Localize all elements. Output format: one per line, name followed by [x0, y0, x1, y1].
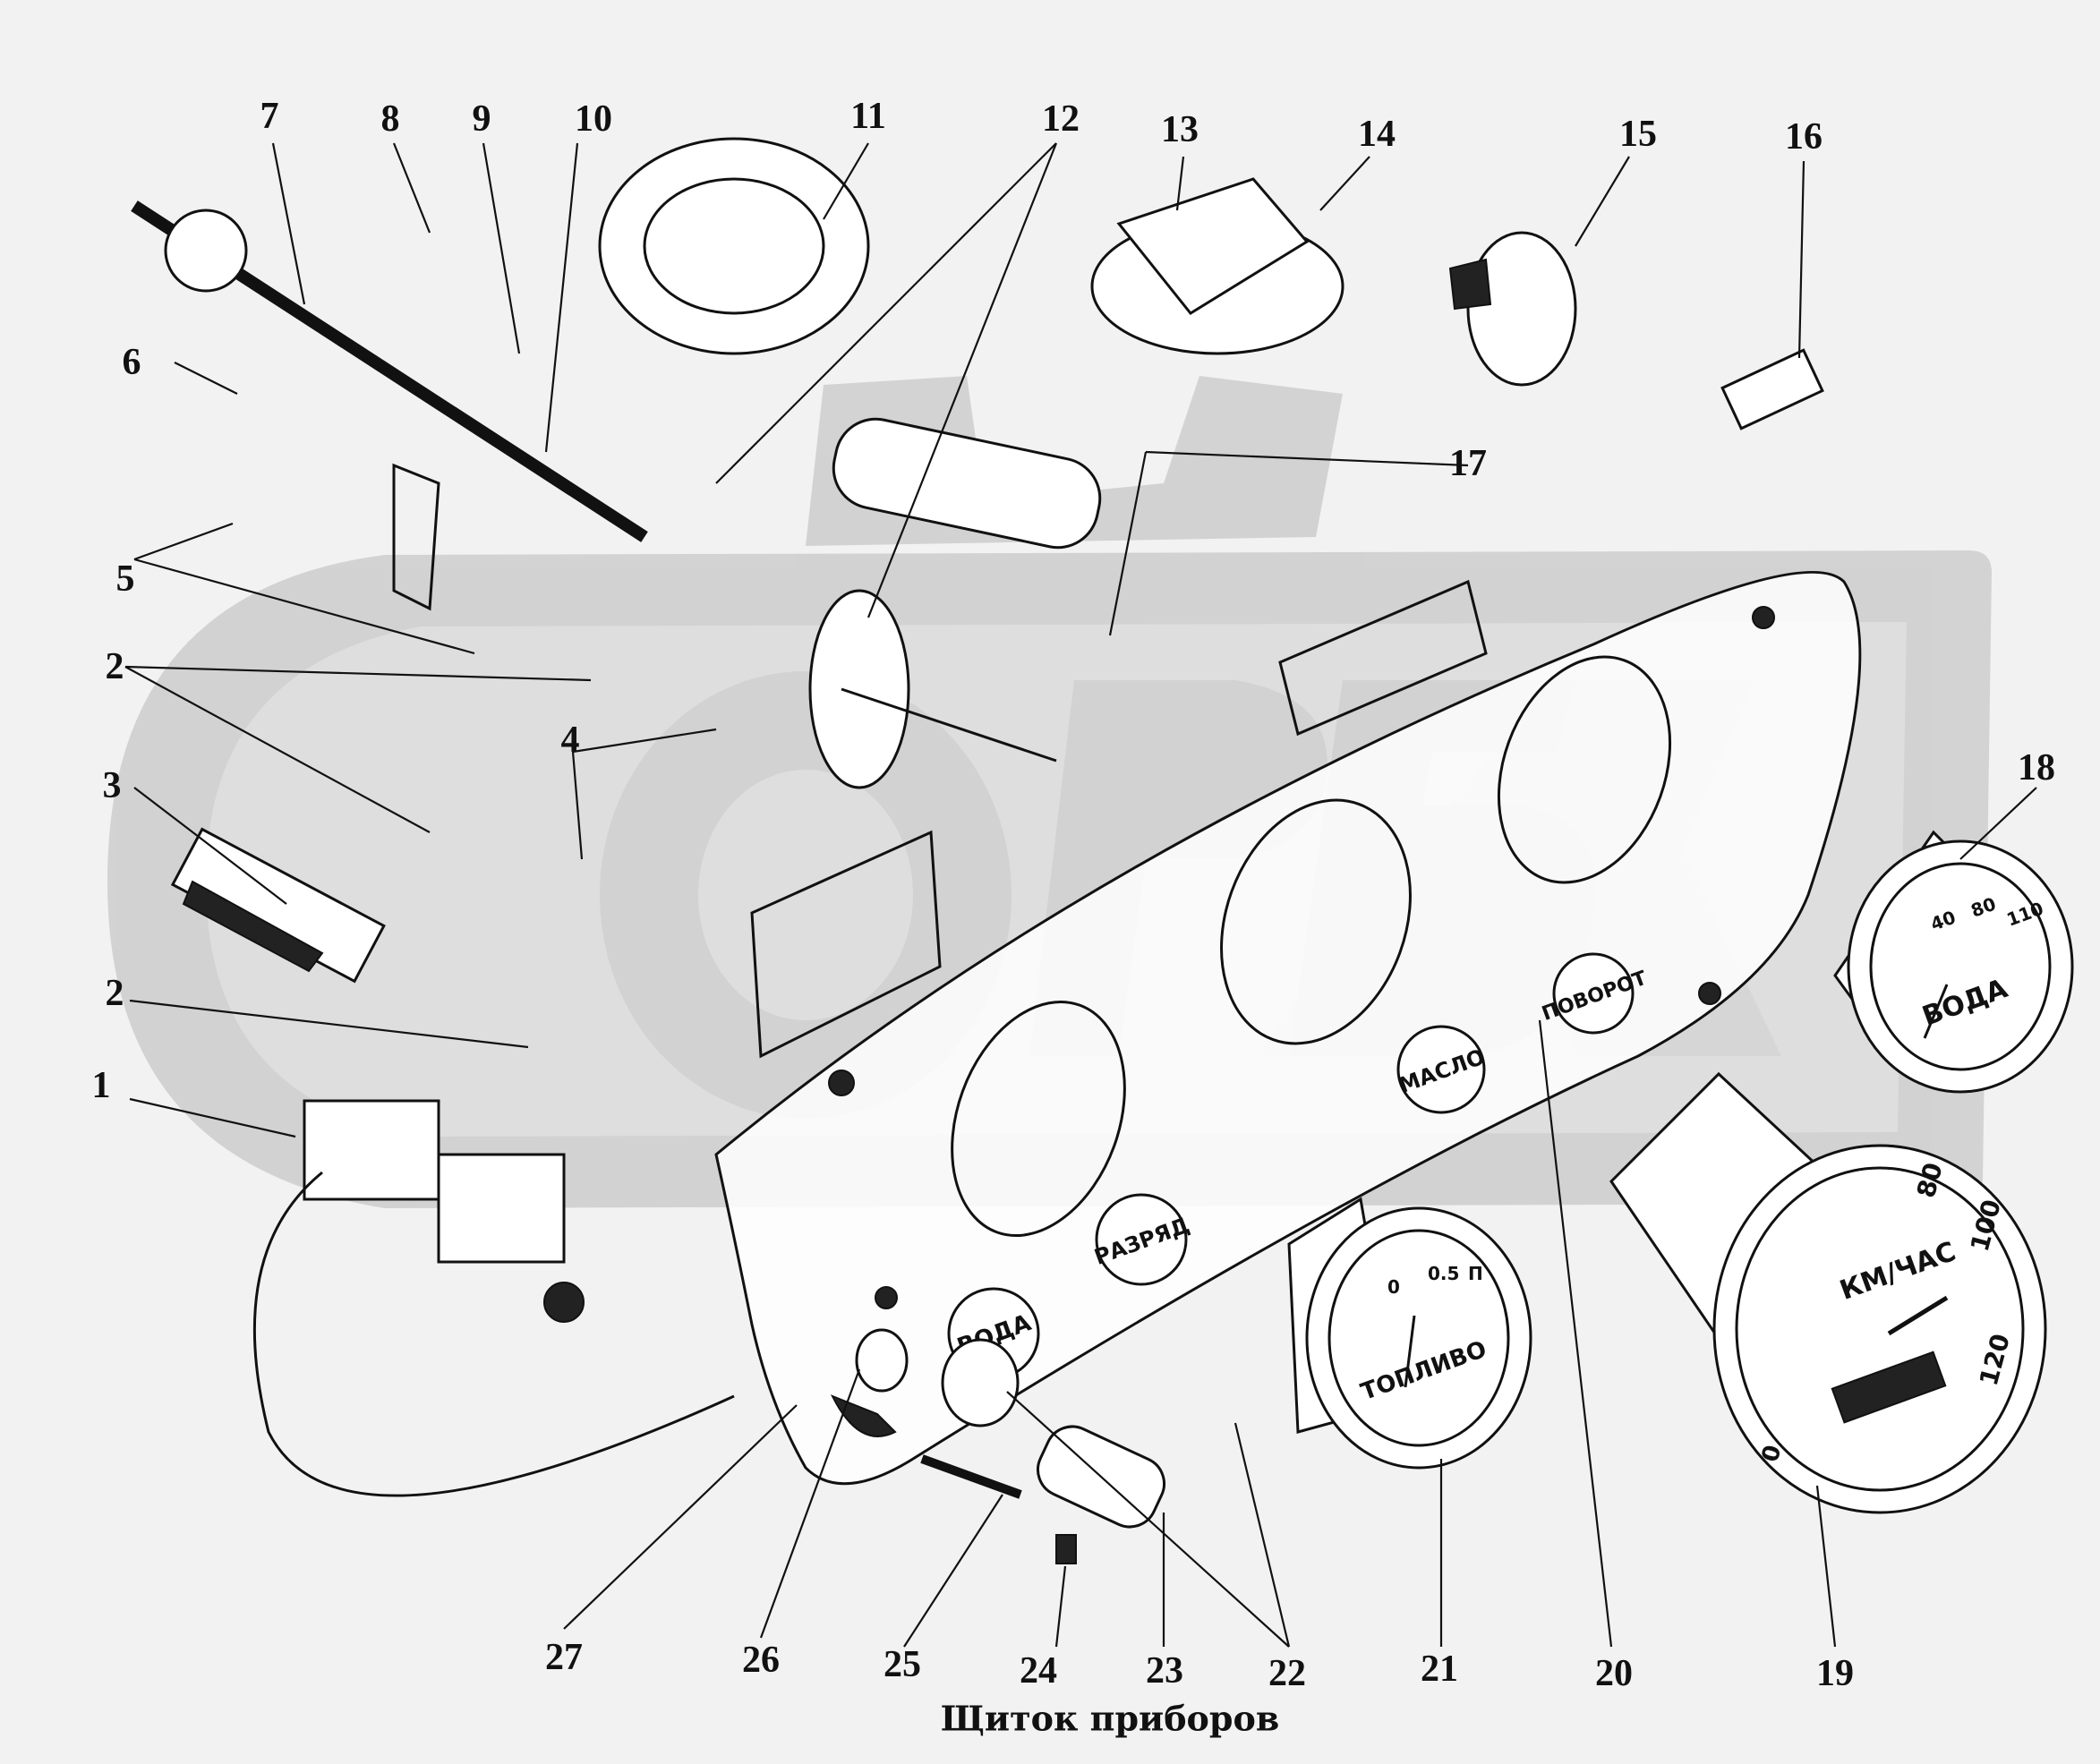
callout-14: 14 [1358, 114, 1396, 155]
callout-11: 11 [850, 96, 886, 137]
callout-20: 20 [1595, 1653, 1633, 1694]
callout-16: 16 [1785, 116, 1823, 158]
fuel-scale-label: 0.5 [1428, 1263, 1459, 1284]
callout-19: 19 [1816, 1653, 1854, 1694]
leader-lines [124, 142, 2037, 1648]
speedometer-19: КМ/ЧАС 0 80 100 120 [1609, 1071, 2047, 1514]
speedometer-cable-7 [131, 200, 648, 611]
callout-10: 10 [575, 98, 612, 140]
resistor-17 [832, 417, 1102, 550]
callout-12: 12 [1042, 98, 1080, 140]
callout-3: 3 [102, 765, 122, 806]
callout-23: 23 [1146, 1650, 1183, 1692]
callout-4: 4 [560, 720, 580, 761]
indicator-lamp-povorot: ПОВОРОТ [1539, 952, 1650, 1035]
washer-26 [855, 1328, 909, 1393]
callout-27: 27 [545, 1637, 583, 1678]
socket-22 [941, 1338, 1020, 1427]
panel-plate [714, 570, 1862, 1486]
callout-9: 9 [472, 98, 491, 140]
sensor-3 [170, 827, 386, 984]
screw-25 [920, 1454, 1022, 1499]
callout-26: 26 [742, 1640, 780, 1681]
gasket-11 [598, 137, 870, 355]
fuel-gauge-21: ТОПЛИВО 0 0.5 П [1287, 1197, 1532, 1470]
fuel-scale-label: 0 [1387, 1276, 1400, 1298]
lamp-holder-12 [808, 589, 1057, 789]
callout-18: 18 [2018, 747, 2055, 788]
callout-15: 15 [1619, 114, 1657, 155]
callout-24: 24 [1020, 1650, 1057, 1692]
callout-17: 17 [1449, 443, 1487, 484]
callout-13: 13 [1161, 109, 1199, 150]
callout-2-lower: 2 [105, 973, 124, 1014]
callout-25: 25 [884, 1644, 921, 1685]
callout-1: 1 [91, 1065, 111, 1106]
callout-7: 7 [260, 96, 279, 137]
callout-2-upper: 2 [105, 646, 124, 687]
sensor-15 [1448, 231, 1577, 387]
callout-5: 5 [115, 558, 135, 600]
callout-21: 21 [1421, 1649, 1458, 1690]
indicator-lamp-razryad: РАЗРЯД [1091, 1193, 1192, 1286]
callout-6: 6 [122, 342, 141, 383]
callout-8: 8 [380, 98, 400, 140]
callout-22: 22 [1268, 1653, 1306, 1694]
setscrew-24 [1055, 1534, 1077, 1564]
relay-13 [1090, 177, 1345, 355]
indicator-lamp-maslo: МАСЛО [1396, 1025, 1489, 1114]
diagram-caption: Щиток приборов [940, 1698, 1280, 1739]
water-temp-gauge-18: ВОДА 40 80 110 [1833, 830, 2074, 1094]
sensor-16 [1720, 348, 1824, 430]
ignition-switch [252, 1099, 735, 1497]
fuel-scale-label: П [1468, 1263, 1483, 1284]
